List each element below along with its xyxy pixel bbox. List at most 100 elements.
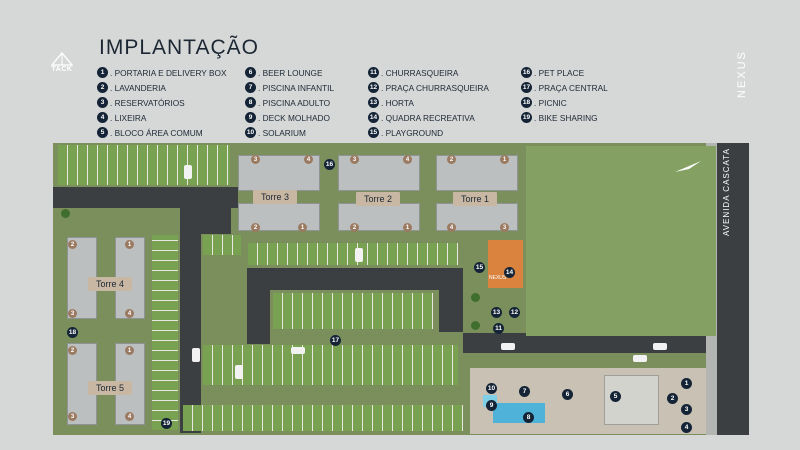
road-loop-top: [247, 268, 463, 290]
marker-lavanderia: 2: [667, 393, 678, 404]
legend-badge: 10: [245, 127, 256, 138]
tree: [471, 293, 480, 302]
logo-text: TACK: [51, 66, 73, 73]
unit-marker: 2: [447, 155, 456, 164]
legend-label: . RESERVATÓRIOS: [110, 97, 185, 108]
parking-row-top: [248, 243, 458, 265]
legend-label: . CHURRASQUEIRA: [381, 67, 459, 78]
tree: [61, 209, 70, 218]
parking-top-left: [58, 145, 230, 185]
legend-badge: 5: [97, 127, 108, 138]
future-lot: [526, 146, 716, 336]
compass-icon: [675, 161, 701, 172]
road-loop-left: [247, 290, 270, 344]
tower-4-label: Torre 4: [88, 277, 133, 291]
legend-label: . PLAYGROUND: [381, 127, 444, 138]
car: [192, 348, 200, 362]
legend-badge: 19: [521, 112, 532, 123]
legend-item: 13. HORTA: [368, 95, 489, 110]
legend-label: . PRAÇA CENTRAL: [534, 82, 608, 93]
marker-portaria: 1: [681, 378, 692, 389]
legend-label: . LIXEIRA: [110, 112, 147, 123]
unit-marker: 1: [298, 223, 307, 232]
avenue-road: [717, 143, 749, 435]
logo-triangle-icon: [51, 52, 73, 66]
legend-label: . PISCINA INFANTIL: [258, 82, 335, 93]
legend-label: . BIKE SHARING: [534, 112, 598, 123]
road-top: [53, 187, 238, 208]
legend-item: 10. SOLARIUM: [245, 125, 334, 140]
marker-deck-molhado: 9: [486, 400, 497, 411]
marker-lixeira: 4: [681, 422, 692, 433]
brand-logo: NEXUS: [736, 50, 750, 98]
car: [501, 343, 515, 350]
tower-5-label: Torre 5: [88, 381, 133, 395]
page-title: IMPLANTAÇÃO: [99, 36, 259, 59]
legend-badge: 6: [245, 67, 256, 78]
legend-badge: 18: [521, 97, 532, 108]
road-bend: [201, 208, 231, 234]
unit-marker: 1: [125, 240, 134, 249]
legend-badge: 14: [368, 112, 379, 123]
marker-praca-churrasqueira: 12: [509, 307, 520, 318]
unit-marker: 1: [125, 346, 134, 355]
parking-left-strip: [152, 235, 178, 430]
leisure-area: [470, 368, 706, 434]
car: [291, 347, 305, 354]
legend-item: 9. DECK MOLHADO: [245, 110, 334, 125]
car: [653, 343, 667, 350]
legend-label: . PICNIC: [534, 97, 567, 108]
unit-marker: 3: [68, 309, 77, 318]
legend-item: 2. LAVANDERIA: [97, 80, 227, 95]
car: [235, 365, 243, 379]
unit-marker: 2: [68, 346, 77, 355]
car: [184, 165, 192, 179]
legend-item: 8. PISCINA ADULTO: [245, 95, 334, 110]
legend-label: . PET PLACE: [534, 67, 585, 78]
marker-bike-sharing: 19: [161, 418, 172, 429]
car: [355, 248, 363, 262]
legend-item: 3. RESERVATÓRIOS: [97, 95, 227, 110]
unit-marker: 4: [125, 412, 134, 421]
marker-praca-central: 17: [330, 335, 341, 346]
marker-reservatorios: 3: [681, 404, 692, 415]
legend-item: 1. PORTARIA E DELIVERY BOX: [97, 65, 227, 80]
legend-label: . PISCINA ADULTO: [258, 97, 331, 108]
unit-marker: 4: [125, 309, 134, 318]
unit-marker: 3: [500, 223, 509, 232]
recreation-court: [488, 240, 523, 288]
legend-label: . PRAÇA CHURRASQUEIRA: [381, 82, 489, 93]
legend-item: 14. QUADRA RECREATIVA: [368, 110, 489, 125]
unit-marker: 3: [350, 155, 359, 164]
legend-column-1: 1. PORTARIA E DELIVERY BOX 2. LAVANDERIA…: [97, 65, 227, 140]
legend-badge: 1: [97, 67, 108, 78]
legend-label: . SOLARIUM: [258, 127, 306, 138]
legend-label: . BEER LOUNGE: [258, 67, 323, 78]
car: [633, 355, 647, 362]
unit-marker: 3: [68, 412, 77, 421]
marker-picnic: 18: [67, 327, 78, 338]
legend-badge: 2: [97, 82, 108, 93]
unit-marker: 1: [500, 155, 509, 164]
legend-label: . DECK MOLHADO: [258, 112, 330, 123]
road-entrance: [463, 333, 706, 353]
legend-label: . LAVANDERIA: [110, 82, 166, 93]
legend-item: 11. CHURRASQUEIRA: [368, 65, 489, 80]
legend-badge: 8: [245, 97, 256, 108]
parking-bottom: [183, 405, 463, 431]
tower-2-label: Torre 2: [356, 192, 401, 206]
legend-label: . QUADRA RECREATIVA: [381, 112, 475, 123]
parking-center: [273, 293, 433, 329]
tower-3-label: Torre 3: [253, 190, 298, 204]
legend-item: 18. PICNIC: [521, 95, 608, 110]
tower-1-label: Torre 1: [453, 192, 498, 206]
marker-bloco-area-comum: 5: [610, 391, 621, 402]
tree: [471, 321, 480, 330]
legend-badge: 3: [97, 97, 108, 108]
legend-column-3: 11. CHURRASQUEIRA 12. PRAÇA CHURRASQUEIR…: [368, 65, 489, 140]
marker-quadra-recreativa: 14: [504, 267, 515, 278]
legend-badge: 12: [368, 82, 379, 93]
legend-badge: 7: [245, 82, 256, 93]
legend-item: 19. BIKE SHARING: [521, 110, 608, 125]
marker-beer-lounge: 6: [562, 389, 573, 400]
